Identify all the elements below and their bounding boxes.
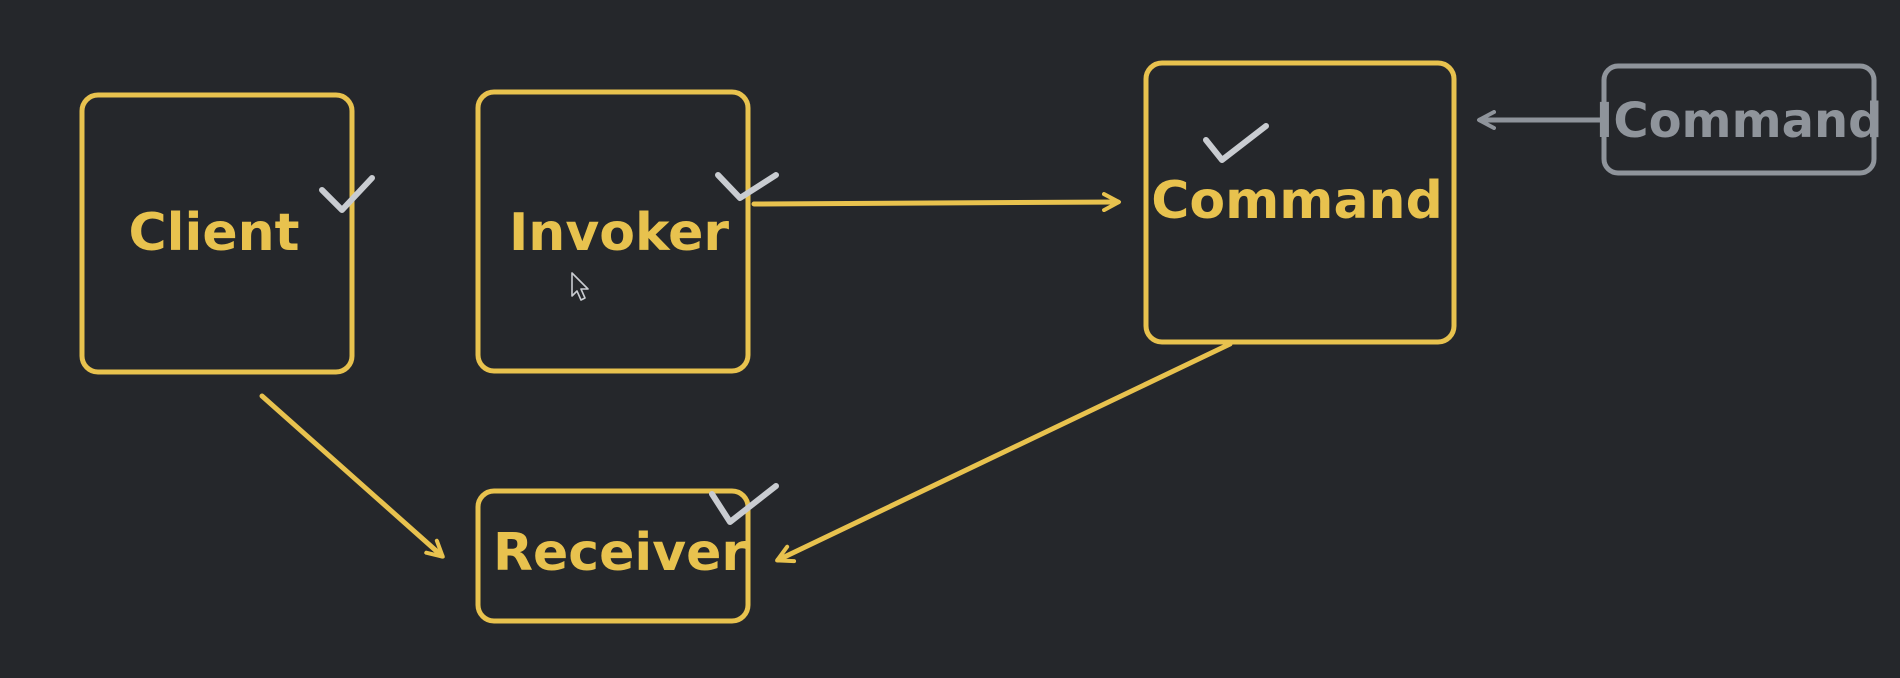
client-label: Client xyxy=(129,203,300,263)
receiver-label: Receiver xyxy=(493,523,747,583)
receiver-box xyxy=(475,488,751,624)
arrow-client-to-receiver xyxy=(259,393,445,559)
invoker-box xyxy=(475,89,751,374)
invoker-check-icon xyxy=(715,172,779,201)
command-node: Command xyxy=(1143,60,1457,345)
icommand-box xyxy=(1601,63,1877,176)
invoker-node: Invoker xyxy=(475,89,779,374)
client-node: Client xyxy=(79,92,375,375)
client-check-icon xyxy=(319,175,375,213)
arrow-invoker-to-command xyxy=(751,192,1121,213)
arrow-command-to-receiver xyxy=(775,341,1233,564)
command-box xyxy=(1143,60,1457,345)
icommand-label: ICommand xyxy=(1595,93,1882,149)
client-box xyxy=(79,92,355,375)
receiver-node: Receiver xyxy=(475,483,779,624)
command-label: Command xyxy=(1151,171,1443,231)
icommand-node: ICommand xyxy=(1595,63,1883,176)
mouse-cursor-icon xyxy=(571,272,589,301)
invoker-label: Invoker xyxy=(509,203,729,263)
command-check-icon xyxy=(1203,123,1269,163)
receiver-check-icon xyxy=(709,483,779,525)
